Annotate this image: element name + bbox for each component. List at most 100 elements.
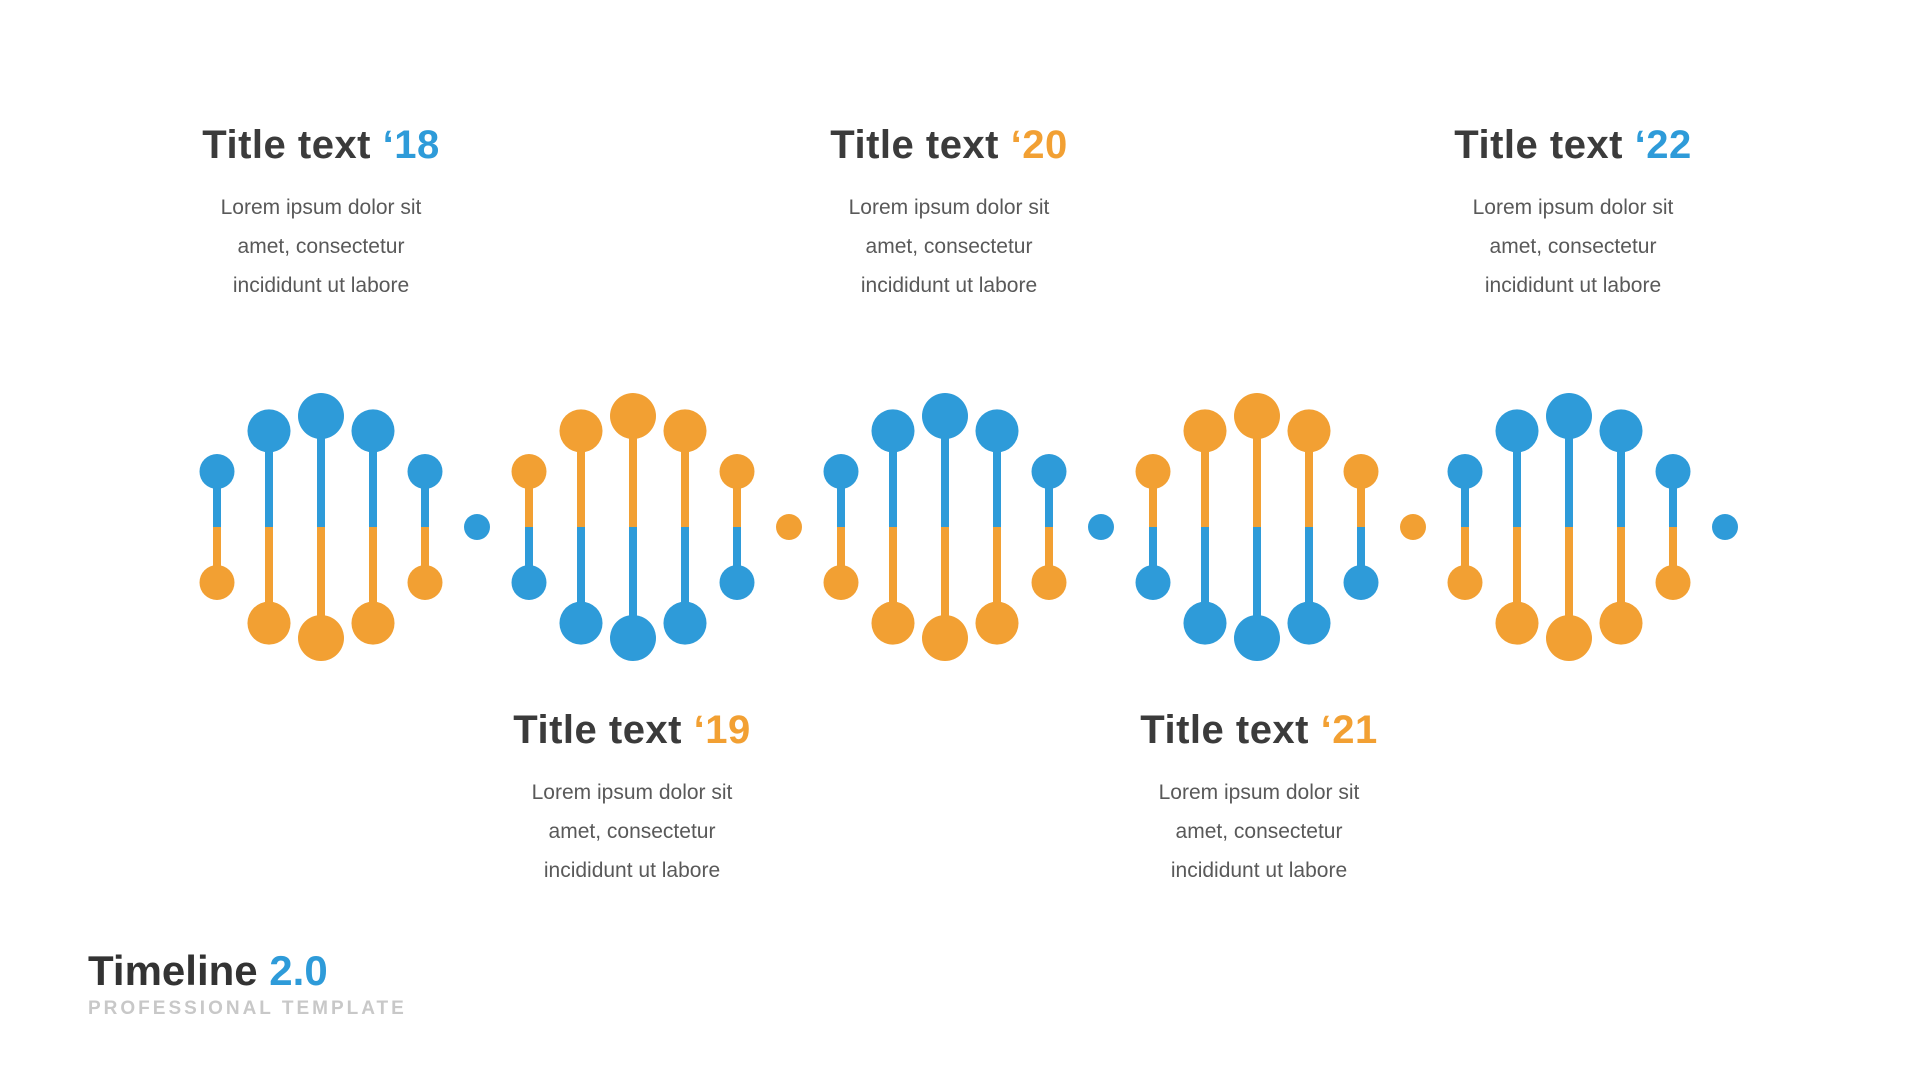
year-label: ‘19	[693, 708, 751, 752]
helix-node	[1135, 454, 1171, 489]
helix-node	[719, 565, 755, 600]
title-text-label: Title text	[513, 708, 694, 752]
year-label: ‘18	[382, 123, 440, 167]
timeline-title-19: Title text ‘19	[452, 703, 812, 757]
helix-node	[823, 454, 859, 489]
helix-node	[351, 601, 395, 645]
helix-node	[511, 565, 547, 600]
timeline-body-18: Lorem ipsum dolor sit amet, consectetur …	[141, 188, 501, 305]
body-line: amet, consectetur	[237, 235, 405, 258]
helix-node	[663, 601, 707, 645]
body-line: Lorem ipsum dolor sit	[848, 196, 1050, 219]
brand-subtitle: PROFESSIONAL TEMPLATE	[88, 998, 407, 1019]
helix-node	[1546, 393, 1592, 439]
timeline-item-19: Title text ‘19 Lorem ipsum dolor sit ame…	[452, 703, 812, 890]
helix-node	[1495, 409, 1539, 453]
year-label: ‘20	[1010, 123, 1068, 167]
helix-node	[298, 393, 344, 439]
body-line: Lorem ipsum dolor sit	[1472, 196, 1674, 219]
body-line: Lorem ipsum dolor sit	[1158, 781, 1360, 804]
year-label: ‘22	[1634, 123, 1692, 167]
title-text-label: Title text	[1454, 123, 1635, 167]
helix-node	[1088, 514, 1114, 540]
timeline-item-18: Title text ‘18 Lorem ipsum dolor sit ame…	[141, 118, 501, 305]
helix-node	[1234, 615, 1280, 661]
brand-version: 2.0	[269, 947, 328, 994]
timeline-title-22: Title text ‘22	[1393, 118, 1753, 172]
helix-node	[1287, 601, 1331, 645]
helix-node	[559, 601, 603, 645]
brand-name: Timeline	[88, 947, 270, 994]
timeline-title-21: Title text ‘21	[1079, 703, 1439, 757]
helix-node	[511, 454, 547, 489]
helix-node	[1343, 565, 1379, 600]
helix-node	[922, 393, 968, 439]
helix-node	[199, 454, 235, 489]
title-text-label: Title text	[1140, 708, 1321, 752]
timeline-item-21: Title text ‘21 Lorem ipsum dolor sit ame…	[1079, 703, 1439, 890]
helix-node	[1183, 601, 1227, 645]
body-line: amet, consectetur	[1489, 235, 1657, 258]
helix-node	[407, 454, 443, 489]
helix-node	[1546, 615, 1592, 661]
helix-node	[298, 615, 344, 661]
helix-node	[1447, 565, 1483, 600]
helix-node	[776, 514, 802, 540]
helix-node	[871, 409, 915, 453]
helix-node	[1495, 601, 1539, 645]
timeline-title-18: Title text ‘18	[141, 118, 501, 172]
body-line: amet, consectetur	[1175, 820, 1343, 843]
helix-node	[610, 393, 656, 439]
body-line: incididunt ut labore	[860, 274, 1038, 297]
timeline-item-22: Title text ‘22 Lorem ipsum dolor sit ame…	[1393, 118, 1753, 305]
title-text-label: Title text	[830, 123, 1011, 167]
helix-node	[1400, 514, 1426, 540]
helix-links	[213, 416, 1677, 638]
helix-node	[975, 601, 1019, 645]
body-line: incididunt ut labore	[1484, 274, 1662, 297]
body-line: incididunt ut labore	[1170, 859, 1348, 882]
helix-node	[1031, 454, 1067, 489]
helix-node	[871, 601, 915, 645]
helix-node	[1031, 565, 1067, 600]
body-line: Lorem ipsum dolor sit	[220, 196, 422, 219]
helix-node	[1343, 454, 1379, 489]
helix-node	[1712, 514, 1738, 540]
helix-node	[975, 409, 1019, 453]
helix-node	[1135, 565, 1171, 600]
helix-node	[1655, 565, 1691, 600]
helix-node	[407, 565, 443, 600]
year-label: ‘21	[1320, 708, 1378, 752]
body-line: Lorem ipsum dolor sit	[531, 781, 733, 804]
helix-node	[922, 615, 968, 661]
timeline-item-20: Title text ‘20 Lorem ipsum dolor sit ame…	[769, 118, 1129, 305]
footer-brand-block: Timeline 2.0 PROFESSIONAL TEMPLATE	[88, 948, 407, 1020]
timeline-body-19: Lorem ipsum dolor sit amet, consectetur …	[452, 773, 812, 890]
helix-node	[663, 409, 707, 453]
body-line: amet, consectetur	[865, 235, 1033, 258]
helix-node	[559, 409, 603, 453]
helix-node	[1599, 409, 1643, 453]
timeline-body-21: Lorem ipsum dolor sit amet, consectetur …	[1079, 773, 1439, 890]
helix-node	[247, 601, 291, 645]
helix-node	[1447, 454, 1483, 489]
helix-node	[1234, 393, 1280, 439]
helix-node	[464, 514, 490, 540]
helix-node	[1655, 454, 1691, 489]
helix-nodes	[199, 393, 1738, 661]
title-text-label: Title text	[202, 123, 383, 167]
helix-node	[1183, 409, 1227, 453]
helix-node	[1287, 409, 1331, 453]
timeline-body-22: Lorem ipsum dolor sit amet, consectetur …	[1393, 188, 1753, 305]
timeline-title-20: Title text ‘20	[769, 118, 1129, 172]
body-line: incididunt ut labore	[543, 859, 721, 882]
helix-node	[610, 615, 656, 661]
helix-node	[823, 565, 859, 600]
helix-node	[247, 409, 291, 453]
brand-title: Timeline 2.0	[88, 948, 407, 994]
body-line: amet, consectetur	[548, 820, 716, 843]
helix-node	[719, 454, 755, 489]
helix-node	[199, 565, 235, 600]
body-line: incididunt ut labore	[232, 274, 410, 297]
